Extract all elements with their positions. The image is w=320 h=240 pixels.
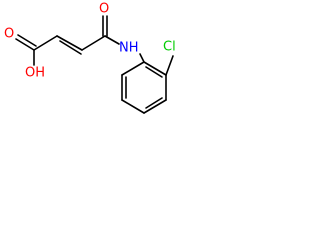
ring-bond-3 bbox=[143, 99, 167, 114]
ring-inner-bond-a bbox=[145, 66, 163, 78]
bond-acid-c-to-c1 bbox=[33, 35, 58, 51]
atom-label-amide-oxygen: O bbox=[99, 2, 109, 17]
ring-inner-bond-b bbox=[145, 97, 163, 109]
ring-bond-4 bbox=[121, 99, 145, 114]
chemical-structure: O OH O NH Cl bbox=[4, 2, 176, 114]
ring-bond-6 bbox=[121, 61, 145, 76]
atom-label-hydroxyl: OH bbox=[25, 66, 45, 81]
bond-alkene-to-amide-c bbox=[81, 35, 106, 51]
ring-bond-1 bbox=[143, 61, 167, 76]
bond-acid-carbonyl-inner bbox=[17, 34, 37, 47]
bond-n-to-ring bbox=[139, 53, 145, 63]
bond-acid-carbonyl-outer bbox=[15, 38, 35, 51]
atom-label-chlorine: Cl bbox=[163, 40, 176, 55]
bond-alkene-main bbox=[56, 35, 83, 51]
bond-amide-c-n bbox=[104, 35, 120, 45]
bond-alkene-second bbox=[59, 40, 82, 55]
atom-label-amine: NH bbox=[119, 41, 139, 56]
bond-ring-to-cl bbox=[165, 55, 174, 76]
atom-label-acid-oxygen: O bbox=[4, 27, 14, 42]
